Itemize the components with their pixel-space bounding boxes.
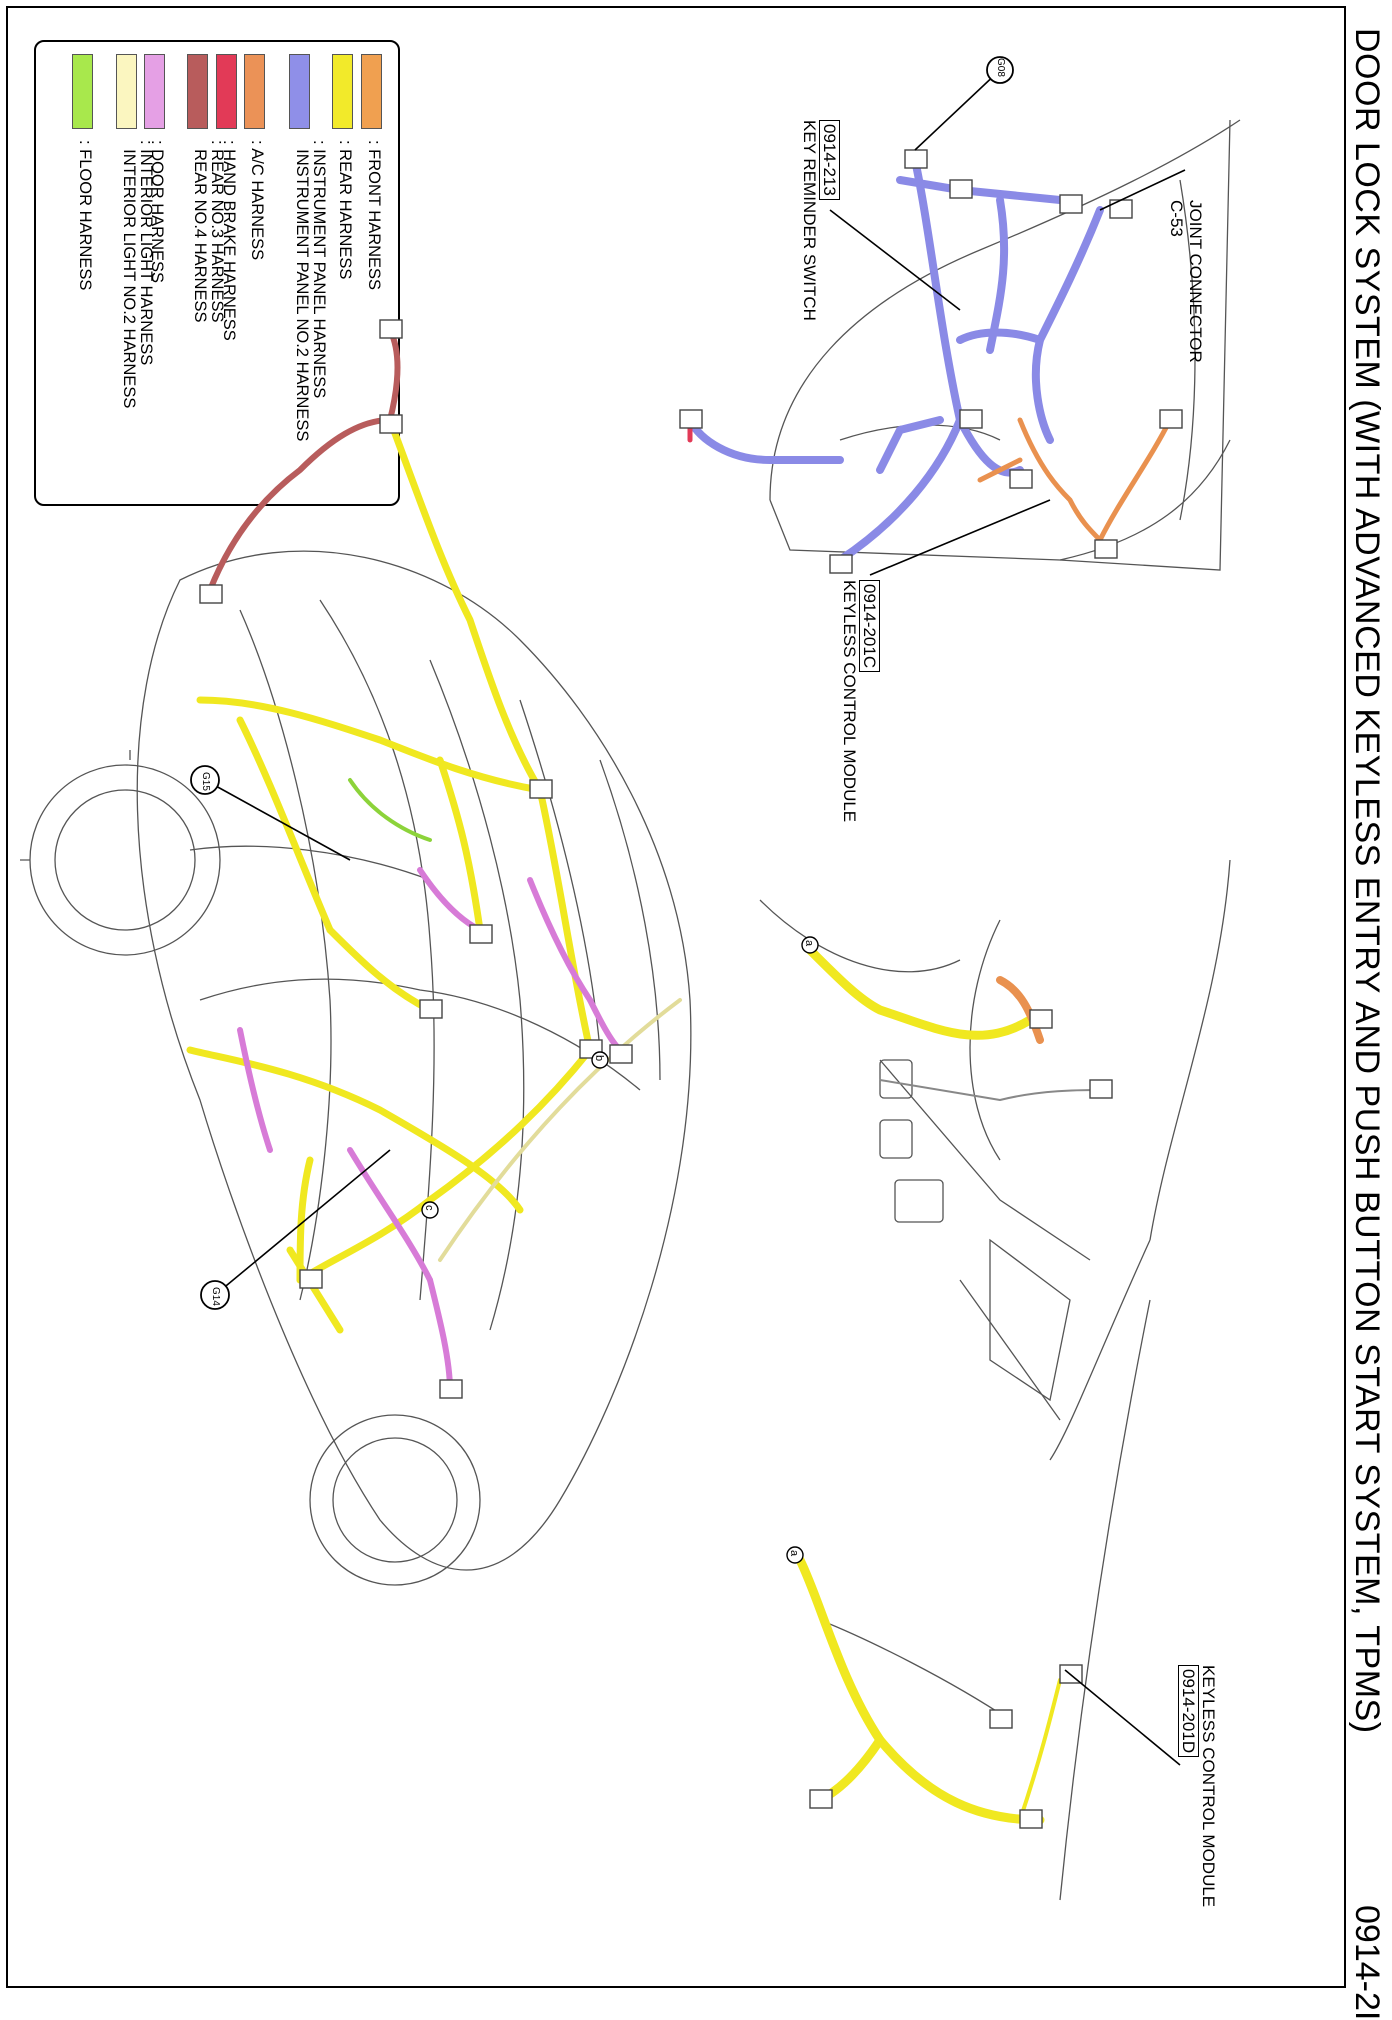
harness-legend: : FRONT HARNESS : REAR HARNESS : INSTRUM… (34, 40, 400, 506)
legend-swatch-instrument-panel (289, 54, 310, 129)
key-reminder-code: 0914-213 (819, 120, 840, 200)
keyless-c-code: 0914-201C (859, 580, 880, 673)
legend-swatch-hand-brake (216, 54, 237, 129)
marker-b: b (593, 1055, 605, 1062)
keyless-d-callout: KEYLESS CONTROL MODULE 0914-201D (1178, 1665, 1218, 1907)
joint-connector-label: JOINT CONNECTOR C-53 (1167, 200, 1205, 363)
legend-swatch-front (361, 54, 382, 129)
g14-circle (200, 1280, 230, 1310)
legend-swatch-door (144, 54, 165, 129)
legend-swatch-interior-light (116, 54, 137, 129)
legend-swatch-floor (72, 54, 93, 129)
marker-a-bottom: a (788, 1550, 800, 1557)
body-outlines (20, 119, 1241, 1901)
g15-circle (190, 765, 220, 795)
g08-circle (986, 56, 1014, 84)
legend-swatch-ac (244, 54, 265, 129)
marker-a-top: a (803, 940, 815, 947)
keyless-c-callout: 0914-201C KEYLESS CONTROL MODULE (840, 580, 880, 822)
page-frame (6, 6, 1346, 1988)
g08-label: G08 (995, 58, 1006, 77)
legend-swatch-rear (332, 54, 353, 129)
connection-markers (421, 936, 819, 1564)
key-reminder-label: KEY REMINDER SWITCH (800, 120, 819, 321)
legend-swatch-rear-no3 (187, 54, 208, 129)
key-reminder-callout: 0914-213 KEY REMINDER SWITCH (800, 120, 840, 321)
callout-leaders (204, 69, 1186, 1766)
ground-markers (190, 56, 1014, 1310)
keyless-d-label: KEYLESS CONTROL MODULE (1199, 1665, 1218, 1908)
keyless-d-code: 0914-201D (1178, 1665, 1199, 1758)
g14-label: G14 (210, 1287, 221, 1306)
keyless-c-label: KEYLESS CONTROL MODULE (840, 580, 859, 823)
marker-c: c (423, 1205, 435, 1211)
harness-routes (186, 156, 1173, 1825)
g15-label: G15 (200, 772, 211, 791)
